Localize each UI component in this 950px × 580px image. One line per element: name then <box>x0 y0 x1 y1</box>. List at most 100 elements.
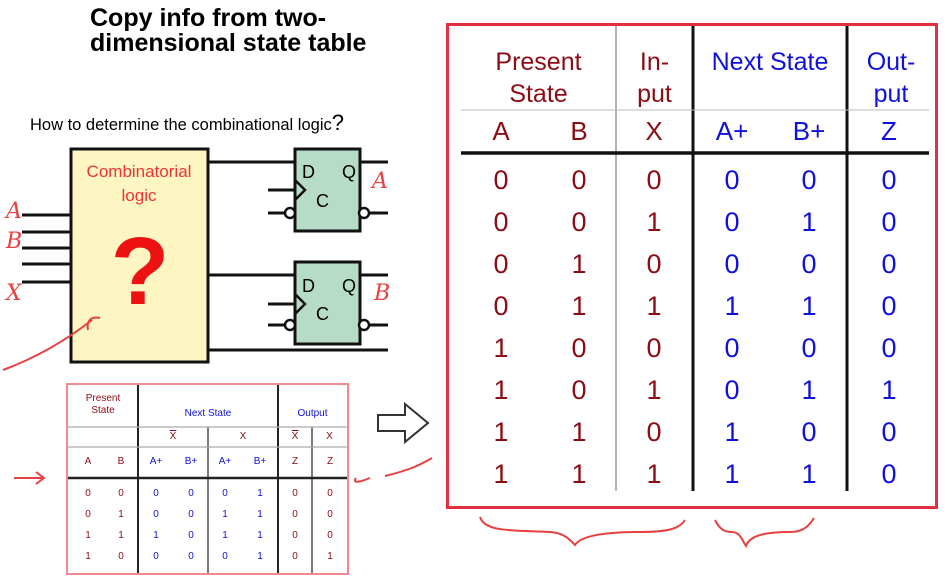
big-table-cell: 0 <box>493 207 509 237</box>
small-subheader-cell: B+ <box>253 456 267 467</box>
small-table-cell: 0 <box>188 551 194 562</box>
big-table-cell: 1 <box>493 417 509 447</box>
small-table-cell: 1 <box>153 530 159 541</box>
small-table-cell: 0 <box>188 509 194 520</box>
big-input-line2: put <box>637 80 672 108</box>
clock-marker-a <box>294 179 307 201</box>
big-table-cell: 0 <box>724 249 740 279</box>
small-table-cell: 1 <box>257 509 263 520</box>
ff-a-c: C <box>316 191 329 211</box>
small-subheader-cell: Z <box>291 456 299 467</box>
small-table-cell: 0 <box>118 551 124 562</box>
big-table-cell: 0 <box>801 333 817 363</box>
big-table-cell: 1 <box>493 333 509 363</box>
ff-a-q: Q <box>342 162 356 182</box>
small-present-line2: State <box>91 405 115 416</box>
small-table-cell: 0 <box>153 509 159 520</box>
small-table-cell: 0 <box>292 551 298 562</box>
small-table-cell: 0 <box>292 530 298 541</box>
big-table-cell: 1 <box>571 291 587 321</box>
big-table-cell: 1 <box>571 417 587 447</box>
small-table-cell: 0 <box>222 488 228 499</box>
combinatorial-label: Combinatorial logic <box>74 160 204 208</box>
small-x-output: X <box>326 431 333 442</box>
big-table-grid <box>461 26 929 491</box>
big-table-cell: 0 <box>801 417 817 447</box>
question-mark: ? <box>331 110 344 135</box>
small-output-header: Output <box>297 408 328 419</box>
inverter-bubble-a-in <box>283 206 297 220</box>
big-table-cell: 1 <box>724 417 740 447</box>
big-table-cell: 0 <box>724 165 740 195</box>
big-table-cell: 0 <box>724 333 740 363</box>
hand-label-x: X <box>4 281 23 306</box>
big-table-cell: 1 <box>881 375 897 405</box>
big-subheader-cell: X <box>645 116 663 146</box>
big-table-cell: 0 <box>881 207 897 237</box>
big-table-cell: 1 <box>801 291 817 321</box>
ff-a-d: D <box>302 162 315 182</box>
big-table-cell: 0 <box>724 207 740 237</box>
big-subheader-cell: B <box>570 116 588 146</box>
hand-braces <box>479 516 815 549</box>
small-present-header: Present State <box>68 393 138 417</box>
hand-label-b: B <box>5 229 22 254</box>
small-state-table: Present State Next State Output X X X X … <box>66 383 349 575</box>
small-x-next: X <box>239 431 247 442</box>
big-table-cell: 0 <box>881 333 897 363</box>
small-table-cell: 0 <box>153 488 159 499</box>
big-table-cell: 1 <box>646 375 662 405</box>
inverter-bubble-a-out <box>357 206 371 220</box>
big-table-cell: 0 <box>881 291 897 321</box>
big-table-cell: 1 <box>801 375 817 405</box>
small-table-cell: 0 <box>292 488 298 499</box>
big-table-cell: 0 <box>571 207 587 237</box>
small-table-cell: 1 <box>85 551 91 562</box>
clock-marker-b <box>294 293 307 315</box>
small-subheader-cell: B+ <box>184 456 198 467</box>
big-table-cell: 0 <box>646 417 662 447</box>
big-table-cell: 1 <box>724 459 740 489</box>
big-next-header: Next State <box>711 48 829 76</box>
small-table-cell: 1 <box>222 530 228 541</box>
hand-label-out-b: B <box>373 281 390 306</box>
big-table-cell: 0 <box>646 333 662 363</box>
big-table-cell: 1 <box>801 459 817 489</box>
small-present-line1: Present <box>85 393 121 404</box>
combinatorial-label-line1: Combinatorial <box>86 162 192 181</box>
small-table-cell: 0 <box>327 530 333 541</box>
small-subheader-cell: Z <box>326 456 334 467</box>
big-table-cell: 1 <box>646 207 662 237</box>
small-table-cell: 1 <box>257 551 263 562</box>
small-table-cell: 0 <box>327 488 333 499</box>
page-title: Copy info from two-dimensional state tab… <box>90 4 367 57</box>
small-next-header: Next State <box>184 408 232 419</box>
question-text: How to determine the combinational logic… <box>30 110 344 136</box>
ff-b-d: D <box>302 276 315 296</box>
big-table-cell: 1 <box>571 459 587 489</box>
big-table-cell: 0 <box>724 375 740 405</box>
small-subheader-cell: A+ <box>218 456 232 467</box>
circuit-diagram: D Q C D Q C A B X A B <box>2 147 433 485</box>
big-table-cell: 0 <box>881 165 897 195</box>
big-table-cell: 0 <box>571 165 587 195</box>
big-table-cell: 1 <box>493 459 509 489</box>
big-subheader-cell: A+ <box>715 116 749 146</box>
big-table-cell: 0 <box>881 249 897 279</box>
small-subheader-cell: B <box>117 456 125 467</box>
question-label: How to determine the combinational logic <box>30 116 332 134</box>
big-table-cell: 1 <box>801 207 817 237</box>
small-table-cell: 0 <box>153 551 159 562</box>
small-table-cell: 1 <box>327 551 333 562</box>
small-table-cell: 0 <box>188 530 194 541</box>
small-subheader-cell: A <box>84 456 92 467</box>
big-table-cell: 0 <box>646 165 662 195</box>
small-table-cell: 0 <box>118 488 124 499</box>
big-table-cell: 1 <box>646 291 662 321</box>
big-table-cell: 0 <box>493 165 509 195</box>
big-state-table: Present State In- put Next State Out- pu… <box>446 23 938 509</box>
big-present-header: Present State <box>461 46 616 110</box>
big-table-cell: 1 <box>724 291 740 321</box>
small-table-cell: 1 <box>257 530 263 541</box>
combinatorial-label-line2: logic <box>121 186 157 205</box>
